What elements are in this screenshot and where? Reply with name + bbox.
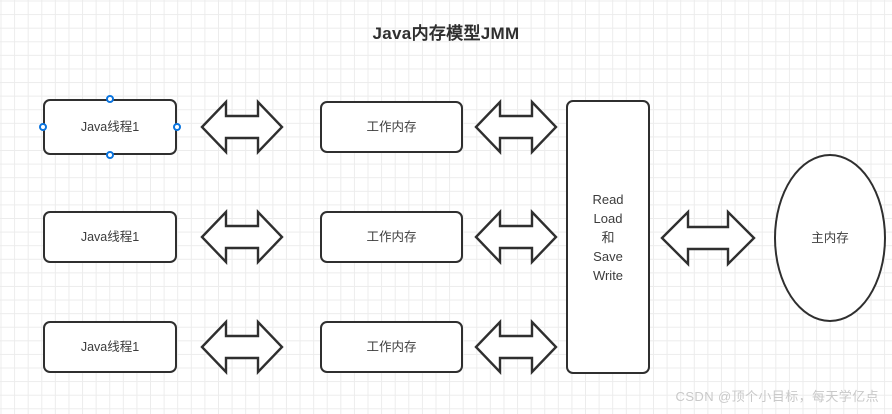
double-headed-arrow-icon (474, 97, 558, 157)
page-title: Java内存模型JMM (372, 24, 520, 43)
bus-line-4: Write (592, 267, 624, 283)
double-headed-arrow-icon (660, 207, 756, 269)
working-memory-label-3: 工作内存 (366, 339, 417, 354)
main-memory-ellipse[interactable]: 主内存 (774, 154, 886, 322)
double-headed-arrow-icon (474, 207, 558, 267)
working-memory-label-2: 工作内存 (366, 229, 417, 244)
double-headed-arrow-icon (200, 317, 284, 377)
java-thread-box-3[interactable]: Java线程1 (43, 321, 177, 373)
java-thread-label-3: Java线程1 (80, 339, 140, 354)
working-memory-box-2[interactable]: 工作内存 (320, 211, 463, 263)
java-thread-box-1[interactable]: Java线程1 (43, 99, 177, 155)
java-thread-label-1: Java线程1 (80, 119, 140, 134)
bus-line-3: Save (593, 248, 623, 264)
java-thread-label-2: Java线程1 (80, 229, 140, 244)
java-thread-box-2[interactable]: Java线程1 (43, 211, 177, 263)
selection-handle-left[interactable] (39, 123, 47, 131)
memory-bus-box[interactable]: Read Load 和 Save Write (566, 100, 650, 374)
working-memory-box-1[interactable]: 工作内存 (320, 101, 463, 153)
double-headed-arrow-icon (200, 97, 284, 157)
double-headed-arrow-icon (474, 317, 558, 377)
selection-handle-right[interactable] (173, 123, 181, 131)
working-memory-label-1: 工作内存 (366, 119, 417, 134)
bus-line-1: Load (593, 210, 623, 226)
working-memory-box-3[interactable]: 工作内存 (320, 321, 463, 373)
double-headed-arrow-icon (200, 207, 284, 267)
selection-handle-top[interactable] (106, 95, 114, 103)
main-memory-label: 主内存 (811, 230, 849, 245)
bus-line-2: 和 (601, 229, 615, 245)
selection-handle-bottom[interactable] (106, 151, 114, 159)
csdn-watermark: CSDN @顶个小目标，每天学亿点 (675, 389, 879, 404)
bus-line-0: Read (592, 191, 624, 207)
